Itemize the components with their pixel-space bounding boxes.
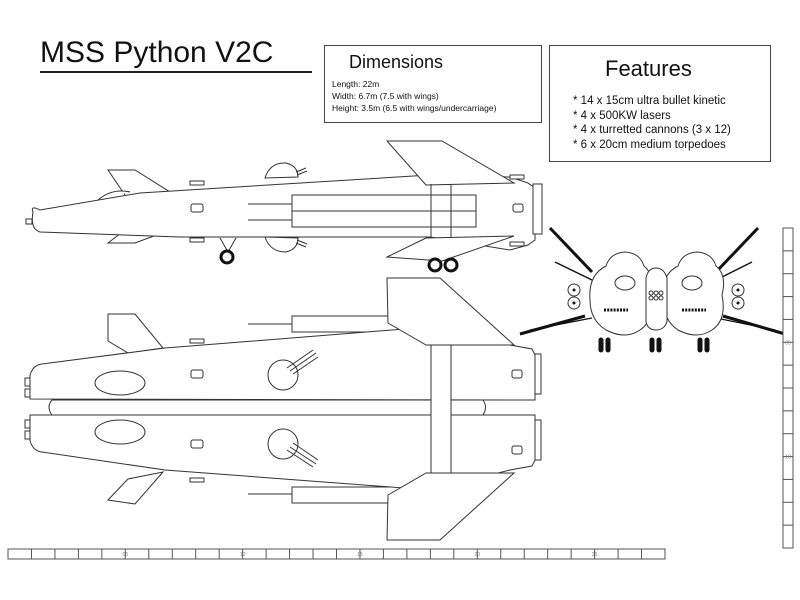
ruler-label: 10 <box>240 552 246 558</box>
feature-item: * 4 x turretted cannons (3 x 12) <box>573 124 731 136</box>
features-panel: Features * 14 x 15cm ultra bullet kineti… <box>549 45 771 162</box>
horizontal-ruler: 05 10 15 20 25 <box>7 548 666 560</box>
side-landing-wheel <box>219 249 235 265</box>
top-wing-upper <box>386 277 516 346</box>
dimension-height: Height: 3.5m (6.5 with wings/undercarria… <box>332 103 497 113</box>
side-dome <box>97 190 131 201</box>
side-dome-bottom <box>264 236 299 253</box>
side-port <box>190 203 204 213</box>
side-dome-top <box>264 162 299 179</box>
top-canopy <box>94 370 146 396</box>
feature-item: * 6 x 20cm medium torpedoes <box>573 138 726 151</box>
ruler-label: 10 <box>785 455 791 461</box>
front-pod-right <box>662 251 724 336</box>
ruler-label: 05 <box>785 340 791 346</box>
front-pod-left <box>589 251 652 336</box>
front-view <box>519 226 786 353</box>
dimension-width: Width: 6.7m (7.5 with wings) <box>332 91 439 101</box>
top-turret <box>267 359 299 391</box>
top-spine <box>48 399 486 416</box>
feature-item: * 14 x 15cm ultra bullet kinetic <box>573 95 726 107</box>
top-wing-lower <box>386 472 516 541</box>
top-view <box>24 277 542 541</box>
dimensions-panel: Dimensions Length: 22m Width: 6.7m (7.5 … <box>324 45 542 123</box>
side-launcher <box>291 194 477 212</box>
side-view <box>25 140 543 273</box>
side-main-wing-lower <box>385 235 515 262</box>
ruler-label: 25 <box>592 552 598 558</box>
dimension-length: Length: 22m <box>332 79 380 89</box>
vertical-ruler: 05 10 <box>782 227 794 549</box>
ruler-label: 20 <box>475 552 481 558</box>
dimensions-heading: Dimensions <box>349 52 444 72</box>
top-fin-upper <box>107 313 164 354</box>
feature-item: * 4 x 500KW lasers <box>573 109 671 122</box>
title-underline <box>40 71 312 73</box>
features-heading: Features <box>605 56 692 81</box>
front-torpedo-tubes <box>648 290 664 301</box>
ruler-label: 15 <box>357 552 363 558</box>
ruler-label: 05 <box>123 552 129 558</box>
top-fin-lower <box>106 471 165 505</box>
blueprint-title: MSS Python V2C <box>40 36 274 69</box>
side-main-wing-upper <box>385 140 516 186</box>
